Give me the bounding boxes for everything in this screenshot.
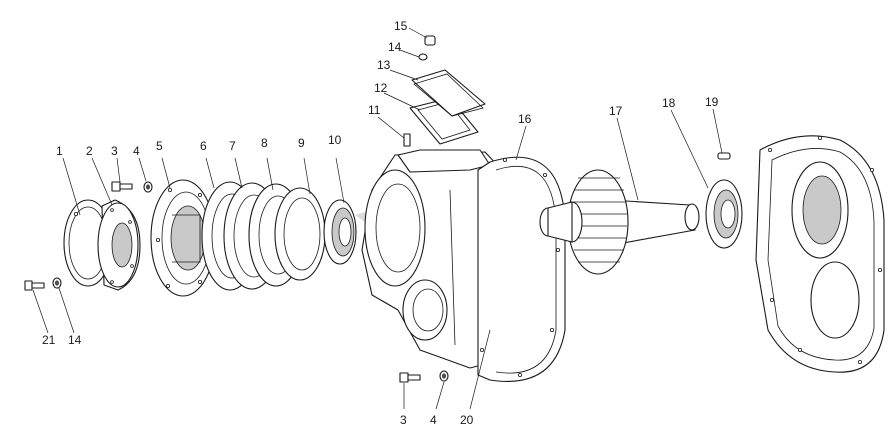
part-14-nut-top xyxy=(418,53,428,61)
callout-13: 13 xyxy=(377,58,391,72)
part-14-nut-lower xyxy=(52,277,62,289)
callout-4-lower: 4 xyxy=(430,413,437,427)
rear-cover xyxy=(755,135,885,373)
callout-11: 11 xyxy=(368,103,381,117)
callout-labels: 1 2 3 4 5 6 7 8 9 10 11 12 13 14 15 16 1… xyxy=(42,19,719,427)
callout-7: 7 xyxy=(229,139,236,153)
part-10-bearing xyxy=(323,199,357,265)
callout-14-top: 14 xyxy=(388,40,402,54)
callout-3: 3 xyxy=(111,144,118,158)
part-2-flange xyxy=(97,199,141,291)
callout-21: 21 xyxy=(42,333,56,347)
callout-1: 1 xyxy=(56,144,63,158)
callout-9: 9 xyxy=(298,136,305,150)
callout-18: 18 xyxy=(662,96,676,110)
callout-12: 12 xyxy=(374,81,388,95)
part-3-bolt-lower xyxy=(399,372,421,383)
callout-5: 5 xyxy=(156,139,163,153)
part-13-top-plate xyxy=(411,69,486,117)
callout-3-lower: 3 xyxy=(400,413,407,427)
part-18-bearing xyxy=(705,179,743,249)
callout-8: 8 xyxy=(261,136,268,150)
part-9-shim xyxy=(274,187,326,281)
part-3-bolt-upper xyxy=(111,181,133,192)
callout-10: 10 xyxy=(328,133,342,147)
callout-4: 4 xyxy=(133,144,140,158)
part-4-nut-upper xyxy=(143,181,153,193)
callout-6: 6 xyxy=(200,139,207,153)
part-11-pin xyxy=(403,133,411,147)
part-21-bolt xyxy=(24,280,45,291)
part-15-cap xyxy=(424,35,436,46)
callout-16: 16 xyxy=(518,112,532,126)
callout-17: 17 xyxy=(609,104,623,118)
leader-lines xyxy=(32,27,723,410)
callout-14-lower: 14 xyxy=(68,333,82,347)
callout-19: 19 xyxy=(705,95,719,109)
part-17-gear-shaft xyxy=(539,169,700,275)
callout-2: 2 xyxy=(86,144,93,158)
part-19-dowel xyxy=(717,152,731,160)
part-5-ring-housing xyxy=(150,179,216,297)
callout-20: 20 xyxy=(460,413,474,427)
part-4-nut-lower xyxy=(439,370,449,382)
part-16-cover-plate xyxy=(477,156,566,382)
callout-15: 15 xyxy=(394,19,408,33)
